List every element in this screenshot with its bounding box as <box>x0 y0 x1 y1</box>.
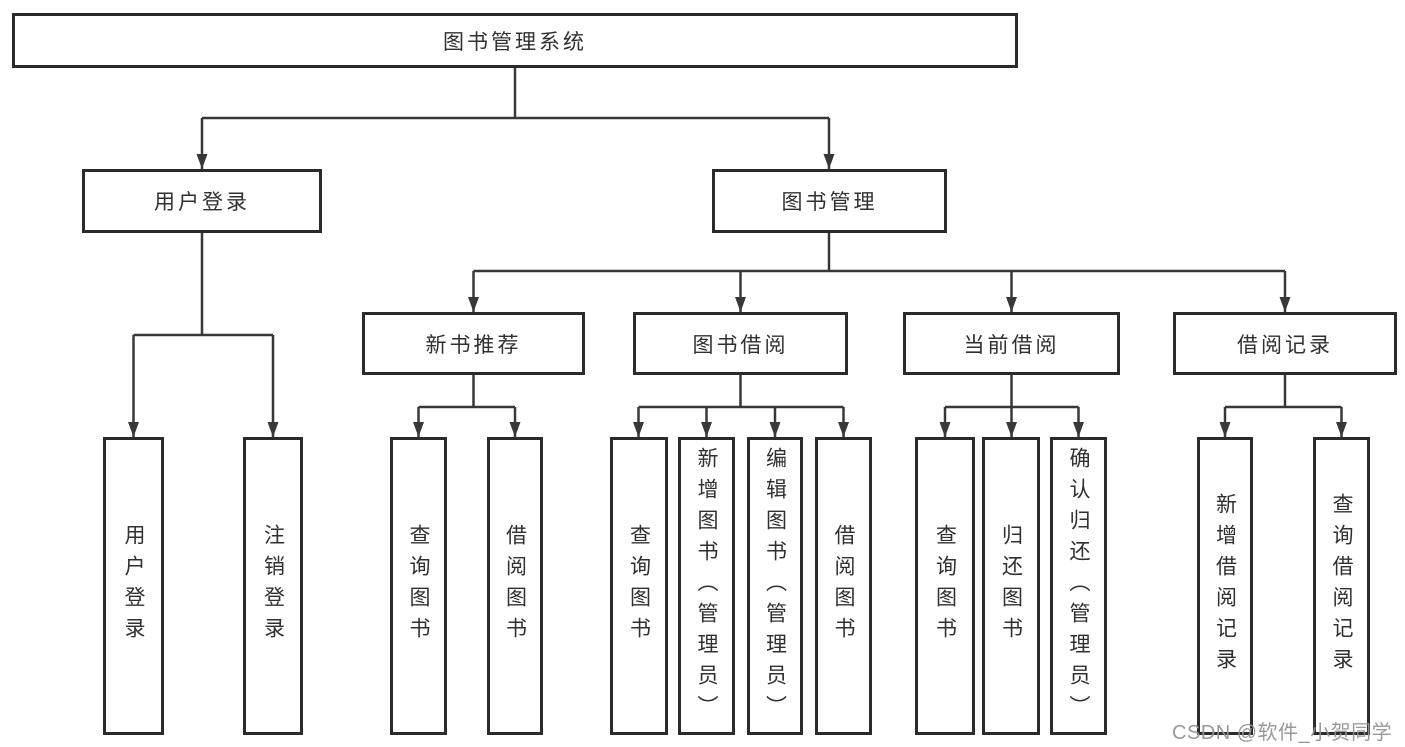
leaf-return-books: 归还图书 <box>982 437 1040 735</box>
leaf-logout: 注销登录 <box>243 437 303 735</box>
node-label: 新增图书（管理员） <box>695 446 718 726</box>
node-label: 借阅图书 <box>832 524 855 648</box>
node-label: 用户登录 <box>154 191 250 214</box>
node-user-login: 用户登录 <box>82 169 322 233</box>
leaf-add-books-admin: 新增图书（管理员） <box>678 437 735 735</box>
node-label: 新书推荐 <box>425 333 522 357</box>
node-label: 图书借阅 <box>692 333 789 357</box>
leaf-user-login: 用户登录 <box>103 437 164 735</box>
node-label: 查询借阅记录 <box>1330 493 1353 679</box>
node-new-book-recommend: 新书推荐 <box>362 312 585 375</box>
node-label: 当前借阅 <box>963 333 1060 357</box>
node-label: 图书管理系统 <box>443 30 587 54</box>
node-borrowing-records: 借阅记录 <box>1173 312 1397 375</box>
leaf-query-borrow-record: 查询借阅记录 <box>1313 437 1370 735</box>
leaf-query-books-recommend: 查询图书 <box>390 437 447 735</box>
leaf-confirm-return-admin: 确认归还（管理员） <box>1050 437 1107 735</box>
node-label: 借阅记录 <box>1237 333 1333 357</box>
node-label: 查询图书 <box>933 524 957 648</box>
node-label: 图书管理 <box>781 191 878 214</box>
node-label: 编辑图书（管理员） <box>763 446 787 726</box>
leaf-edit-books-admin: 编辑图书（管理员） <box>747 437 803 735</box>
node-label: 用户登录 <box>122 524 145 648</box>
node-label: 归还图书 <box>999 524 1023 648</box>
leaf-query-books-current: 查询图书 <box>915 437 975 735</box>
node-label: 确认归还（管理员） <box>1067 446 1090 726</box>
node-label: 借阅图书 <box>503 524 527 648</box>
node-label: 注销登录 <box>261 524 285 648</box>
leaf-query-books-borrowing: 查询图书 <box>610 437 668 735</box>
node-library-management-system: 图书管理系统 <box>12 13 1018 68</box>
leaf-borrow-books: 借阅图书 <box>815 437 872 735</box>
node-label: 新增借阅记录 <box>1213 493 1237 679</box>
node-book-borrowing: 图书借阅 <box>633 312 848 375</box>
watermark-csdn: CSDN @软件_小贺同学 <box>1172 722 1393 744</box>
node-book-management: 图书管理 <box>712 169 947 233</box>
leaf-add-borrow-record: 新增借阅记录 <box>1197 437 1253 735</box>
node-label: 查询图书 <box>627 524 651 648</box>
node-label: 查询图书 <box>407 524 430 648</box>
leaf-borrow-books-recommend: 借阅图书 <box>487 437 543 735</box>
node-current-borrowing: 当前借阅 <box>903 312 1120 375</box>
